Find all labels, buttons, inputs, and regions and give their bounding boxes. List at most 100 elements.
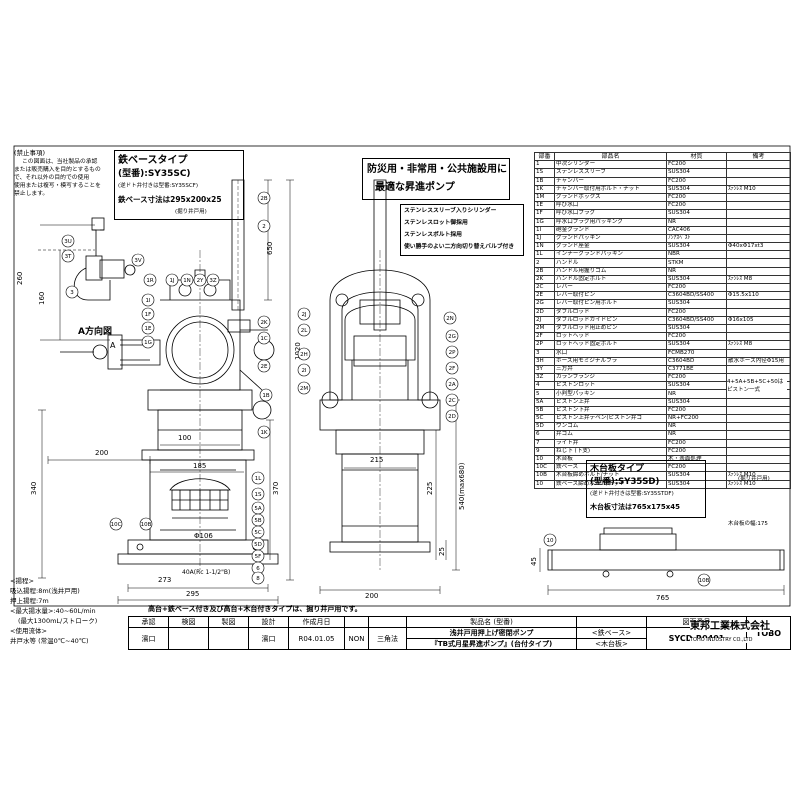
part-material: SUS304 [666,381,727,391]
part-name: カランフランジ [554,373,667,383]
part-no: 7 [534,438,555,448]
feature-item: ステンレスボルト採用 [404,232,462,238]
dim-106: Φ106 [194,532,213,540]
wood-base-label: 木台板タイプ (型番):SY35SD) (逆ドト弁付きは型番:SY35STDF)… [586,460,706,518]
title-design: 設計 [248,616,289,628]
wood-base-model: (型番):SY35SD) [590,477,660,487]
part-no: 6 [534,430,555,440]
a-arrow-label: A [110,341,116,350]
part-no: 2P [534,340,555,350]
part-no: 10 [534,454,555,465]
part-material: SUS304 [666,397,727,407]
steel-base-model: (型番):SY35SC) [118,169,191,179]
callout: 1F [141,307,155,321]
part-no: 2M [534,323,555,334]
feature-item: ステンレスロット御採用 [404,220,468,226]
part-material: C3604BD [666,356,727,366]
svg-text:1C: 1C [260,336,267,342]
steel-base-size: 鉄ベース寸法は295x200x25 [118,195,222,204]
specs-line: (最大1300mL/ストローク) [18,617,98,625]
part-material: FC200 [666,282,727,293]
svg-text:1S: 1S [255,492,262,498]
title-block: 承認 検図 製図 設計 作成月日 製品名 (型番) 図面番号 TOBO 濱口 濱… [128,616,791,650]
dim-200-bottom: 200 [365,592,378,600]
part-remarks [726,192,791,203]
callout: 5B [251,513,265,527]
svg-text:1F: 1F [145,312,152,318]
part-name: チャンバー取付用ボルト・ナット [554,184,667,194]
part-remarks [726,438,791,448]
parts-table-header: 部番 部品名 材質 備考 [534,151,791,162]
part-material: SUS304 [666,340,727,350]
dim-340: 340 [30,482,38,495]
company-name-en: TOHO INDUSTRY CO.,LTD [690,637,753,643]
part-remarks [726,176,791,186]
callout: 1E [141,321,155,335]
part-remarks [726,463,791,473]
part-material: FC200 [666,373,727,383]
part-no: 5C [534,413,555,424]
parts-col-material: 材質 [666,151,727,162]
part-name: ロットヘッド固定ボルト [554,340,667,350]
notice-header: (禁止事項) [14,149,46,157]
part-no: 1S [534,168,555,178]
svg-text:2G: 2G [448,334,456,340]
svg-text:1L: 1L [255,476,262,482]
callout: 1R [143,273,157,287]
callout: 5D [251,537,265,551]
svg-text:5D: 5D [254,542,262,548]
part-remarks [726,430,791,440]
svg-text:1E: 1E [145,326,152,332]
part-material: FC200 [666,307,727,317]
front-view [60,179,279,570]
part-remarks [726,266,791,276]
part-no: 5D [534,422,555,432]
title-date-label: 作成月日 [288,616,345,628]
part-name: 中次シリンダー [554,160,667,170]
part-no: 2J [534,315,555,325]
callout: 1C [257,331,271,345]
part-no: 3Z [534,373,555,383]
svg-text:2B: 2B [260,196,267,202]
svg-text:2J: 2J [301,312,306,318]
callout: 5A [251,501,265,515]
part-no: 4 [534,381,555,391]
svg-text:10B: 10B [699,578,710,584]
part-no: 1 [534,160,555,170]
part-material: NBR [666,250,727,260]
callout: 1K [257,425,271,439]
callout: 2I [297,363,311,377]
feature-item: ステンレススリーブ入りシリンダー [404,208,497,214]
part-name: ハンドル用握りゴム [554,266,667,276]
svg-text:2C: 2C [448,398,455,404]
part-remarks: 散水ホース内径Φ15用 [726,356,791,366]
notice-line: この図面は、当社製品の承認 [22,159,98,165]
callout: 1J [165,273,179,287]
a-direction-view-label: A方向図 [78,325,112,337]
part-name: ワンゴム [554,422,667,432]
dim-540: 540(max680) [458,462,466,510]
part-material: SUS304 [666,168,727,178]
part-remarks: Φ40xΦ17xt3 [726,242,791,252]
svg-text:1B: 1B [262,393,269,399]
title-approve: 承認 [128,616,169,628]
wood-base-width-note: 木台板の幅:175 [728,521,768,527]
part-no: 2 [534,258,555,268]
part-material: SUS304 [666,274,727,285]
steel-base-well-note: (掘り井戸用) [175,209,207,215]
callout: 2M [297,381,311,395]
specs-line: 井戸水等 (常温0℃~40℃) [10,637,89,645]
part-remarks [726,323,791,334]
svg-text:2I: 2I [301,368,306,374]
wood-base-title: 木台板タイプ [590,464,645,474]
part-remarks [726,168,791,178]
title-name-label: 製品名 (型番) [406,616,577,628]
part-remarks [726,332,791,342]
part-name: 呼び水口 [554,201,667,211]
part-name: ハンドル [554,258,667,268]
